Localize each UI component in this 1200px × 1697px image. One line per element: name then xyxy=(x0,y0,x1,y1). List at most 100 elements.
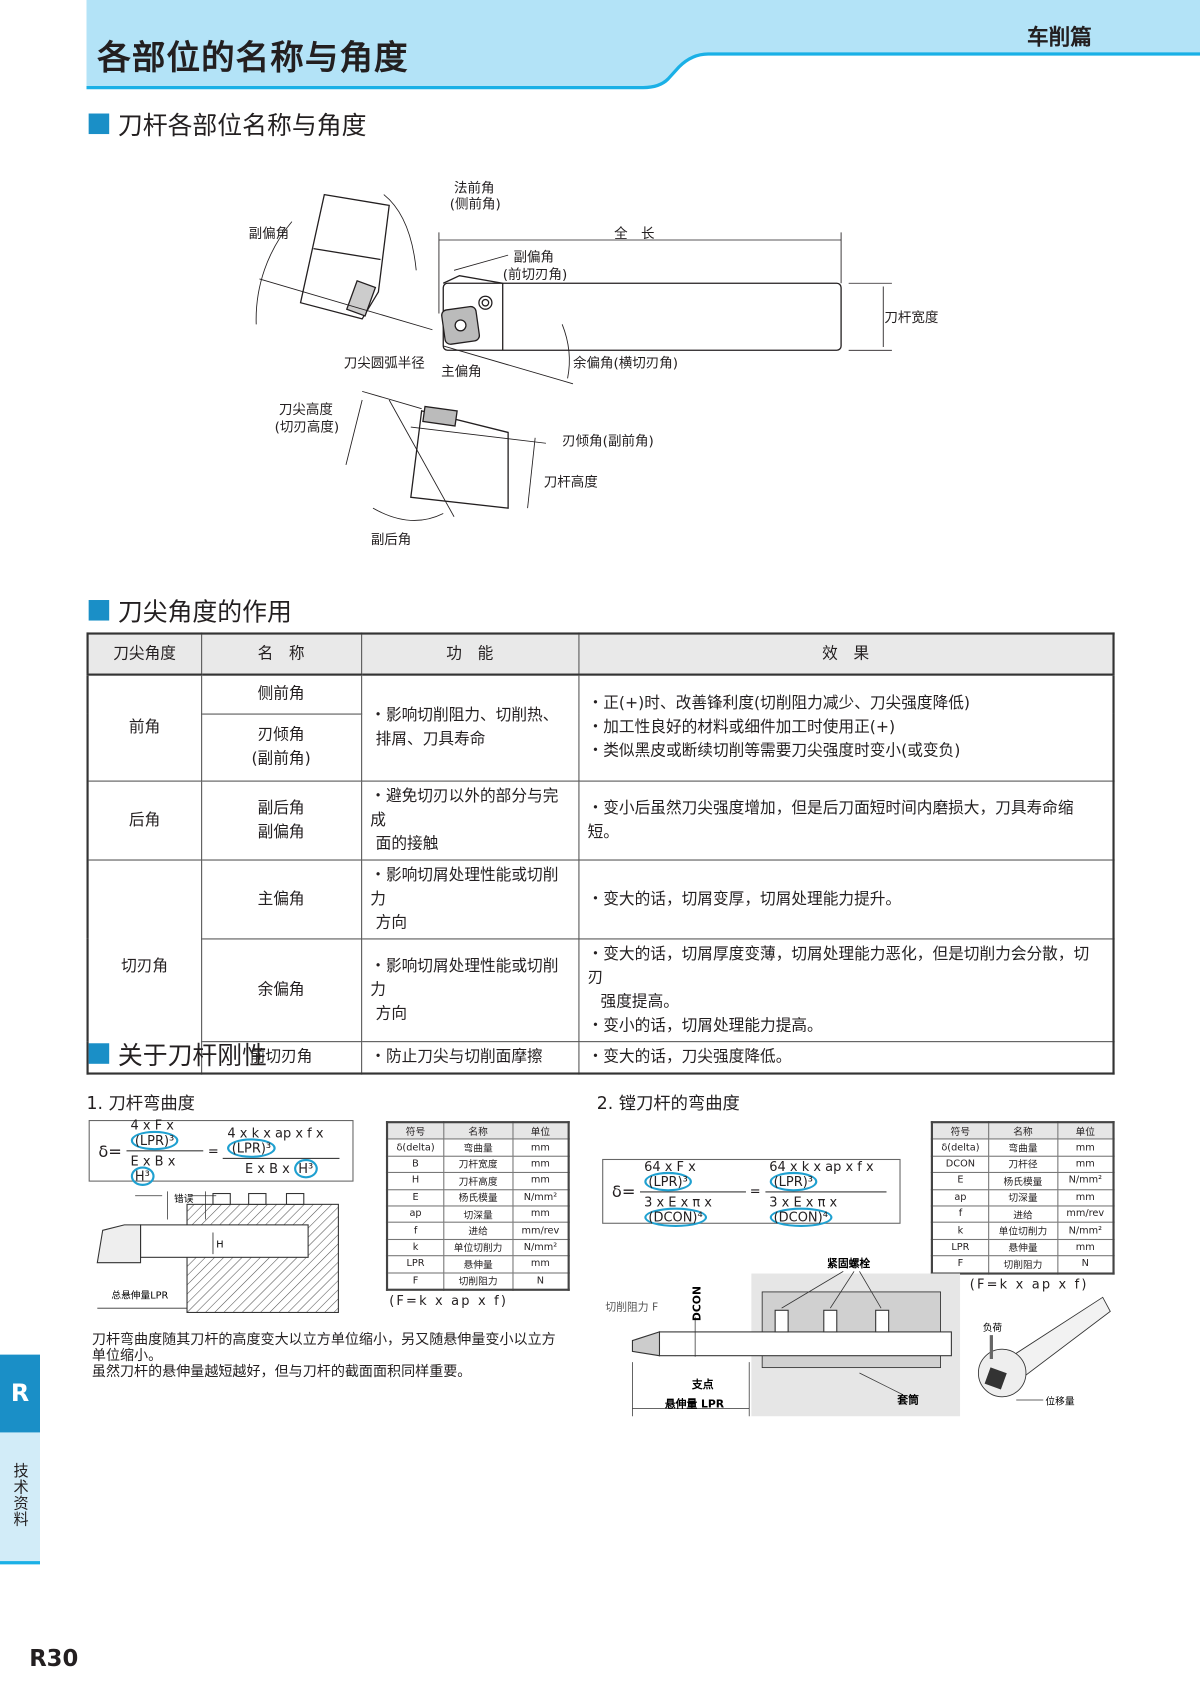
cell-effect: ・变大的话，刀尖强度降低。 xyxy=(577,1040,1115,1074)
label-tip-height: 刀尖高度 xyxy=(279,401,333,418)
side-tab-letter[interactable]: R xyxy=(0,1354,41,1433)
table-cell: N xyxy=(512,1271,570,1291)
label-sleeve: 套筒 xyxy=(896,1392,919,1406)
label-overhang: 总悬伸量LPR xyxy=(111,1288,168,1301)
text-line: 排屑、刀具寿命 xyxy=(375,731,486,749)
table-cell: f xyxy=(386,1222,445,1240)
table-cell: N/mm² xyxy=(512,1188,570,1207)
formula-lhs: δ= xyxy=(98,1141,122,1161)
boring-bar-deflection-diagram: 负荷 位移量 xyxy=(977,1296,1111,1407)
cell-effect: ・变小后虽然刀尖强度增加，但是后刀面短时间内磨损大，刀具寿命缩短。 xyxy=(577,780,1115,861)
text-line: 副偏角 xyxy=(257,823,305,841)
equals: = xyxy=(749,1183,761,1199)
tip-angle-table: 刀尖角度 名 称 功 能 效 果 前角 侧前角 ・影响切削阻力、切削热、排屑、刀… xyxy=(86,632,1115,1075)
label-bolts: 紧固螺栓 xyxy=(827,1256,870,1270)
table-cell: 名称 xyxy=(442,1121,514,1140)
symbol-table-header: 符号名称单位 xyxy=(386,1121,570,1140)
cell-function: ・影响切屑处理性能或切削力方向 xyxy=(360,858,579,939)
table-cell: N/mm² xyxy=(1057,1222,1115,1240)
section-heading-holder-angles: 刀杆各部位名称与角度 xyxy=(88,105,366,142)
table-cell: mm xyxy=(512,1155,570,1174)
table-cell: 刀杆宽度 xyxy=(442,1155,514,1174)
table-cell: k xyxy=(386,1238,445,1257)
table-cell: mm xyxy=(512,1138,570,1157)
section-marker xyxy=(88,1042,110,1064)
table-cell: 切深量 xyxy=(987,1188,1059,1207)
section-title: 关于刀杆刚性 xyxy=(117,1042,268,1071)
shank-overhang-diagram: 错误 H 总悬伸量LPR xyxy=(96,1191,339,1313)
table-cell: F xyxy=(386,1271,445,1291)
cell-name: 侧前角 xyxy=(200,674,362,715)
table-cell: N/mm² xyxy=(512,1238,570,1257)
table-row: 后角 副后角副偏角 ・避免切刃以外的部分与完成面的接触 ・变小后虽然刀尖强度增加… xyxy=(87,780,1115,861)
table-cell: F xyxy=(931,1255,989,1274)
table-row: 前切刃角 ・防止刀尖与切削面摩擦 ・变大的话，刀尖强度降低。 xyxy=(88,1040,1115,1074)
highlight-dcon: (DCON)⁴ xyxy=(769,1207,833,1227)
cell-function: ・防止刀尖与切削面摩擦 xyxy=(360,1040,579,1074)
table-cell: ap xyxy=(386,1205,445,1224)
cell-name: 前切刃角 xyxy=(200,1040,362,1074)
label-cutting-force: 切削阻力 F xyxy=(605,1299,658,1313)
note-line: 刀杆弯曲度随其刀杆的高度变大以立方单位缩小，另又随悬伸量变小以立方 xyxy=(91,1331,556,1349)
table-cell: mm xyxy=(512,1255,570,1274)
label-normal-rake-sub: (侧前角) xyxy=(450,196,501,213)
label-minor-cutting-edge: 副偏角 xyxy=(249,226,290,242)
cell-effect: ・正(+)时、改善锋利度(切削阻力减少、刀尖强度降低) ・加工性良好的材料或细件加… xyxy=(577,674,1115,782)
label-end-cutting-edge: 副偏角 xyxy=(514,250,555,266)
table-cell: mm xyxy=(512,1205,570,1224)
table-cell: mm xyxy=(1057,1238,1115,1257)
table-cell: 悬伸量 xyxy=(442,1255,514,1274)
table-cell: 杨氏模量 xyxy=(987,1172,1059,1190)
note-line: 虽然刀杆的悬伸量越短越好，但与刀杆的截面面积同样重要。 xyxy=(91,1364,472,1381)
text-line: ・加工性良好的材料或细件加工时使用正(+) xyxy=(587,719,896,737)
text-line: ・影响切屑处理性能或切削力 xyxy=(370,957,559,999)
text-line: 强度提高。 xyxy=(600,992,679,1011)
boring-bar-diagram: 紧固螺栓 切削阻力 F DCON 支点 悬伸量 LPR 套筒 xyxy=(605,1256,961,1417)
table-cell: 切削阻力 xyxy=(987,1255,1059,1274)
table-cell: E xyxy=(386,1188,445,1207)
table-cell: 悬伸量 xyxy=(987,1238,1059,1257)
table-cell: mm xyxy=(1057,1188,1115,1207)
table-cell: E xyxy=(931,1172,989,1190)
table-row: 前角 侧前角 ・影响切削阻力、切削热、排屑、刀具寿命 ・正(+)时、改善锋利度(… xyxy=(87,674,1115,782)
fraction: 4 x F x (LPR)³ E x B x H³ xyxy=(126,1117,204,1186)
cell-name: 刃倾角(副前角) xyxy=(200,712,362,782)
label-error: 错误 xyxy=(174,1192,194,1205)
table-cell: 单位切削力 xyxy=(987,1222,1059,1240)
side-tab-label: 技术资料 xyxy=(11,1462,29,1528)
text-line: ・类似黑皮或断续切削等需要刀尖强度时变小(或变负) xyxy=(587,742,961,761)
label-major-cutting-edge: 主偏角 xyxy=(441,364,482,380)
table-cell: k xyxy=(931,1222,989,1240)
page-title: 各部位的名称与角度 xyxy=(97,38,409,78)
text-line: ・正(+)时、改善锋利度(切削阻力减少、刀尖强度降低) xyxy=(587,695,971,713)
text-line: ・变大的话，切屑厚度变薄，切屑处理能力恶化，但是切削力会分散，切刃 xyxy=(587,945,1090,987)
subsection-title-1: 1. 刀杆弯曲度 xyxy=(86,1092,195,1114)
table-cell: mm xyxy=(1057,1155,1115,1174)
table-cell: 切削阻力 xyxy=(442,1271,514,1291)
table-cell: δ(delta) xyxy=(386,1138,445,1157)
cell-angle: 前角 xyxy=(87,674,202,782)
highlight-lpr: (LPR)³ xyxy=(130,1130,179,1151)
symbol-table-header: 符号名称单位 xyxy=(931,1121,1115,1140)
table-cell: mm xyxy=(512,1172,570,1190)
column-header: 名 称 xyxy=(200,632,362,676)
table-cell: 刀杆径 xyxy=(987,1155,1059,1174)
text-line: 方向 xyxy=(375,1004,408,1023)
table-cell: 进给 xyxy=(987,1205,1059,1224)
numerator: 4 x F x xyxy=(130,1117,174,1133)
label-overall-length: 全 长 xyxy=(614,225,655,242)
highlight-h: H³ xyxy=(130,1166,155,1186)
chapter-label: 车削篇 xyxy=(1027,23,1092,50)
label-load: 负荷 xyxy=(983,1321,1003,1334)
text-line: ・避免切刃以外的部分与完成 xyxy=(370,787,559,829)
side-tab-section[interactable]: 技术资料 xyxy=(0,1432,41,1565)
label-end-relief: 副后角 xyxy=(371,532,412,548)
label-tip-height-sub: (切刃高度) xyxy=(275,418,340,435)
